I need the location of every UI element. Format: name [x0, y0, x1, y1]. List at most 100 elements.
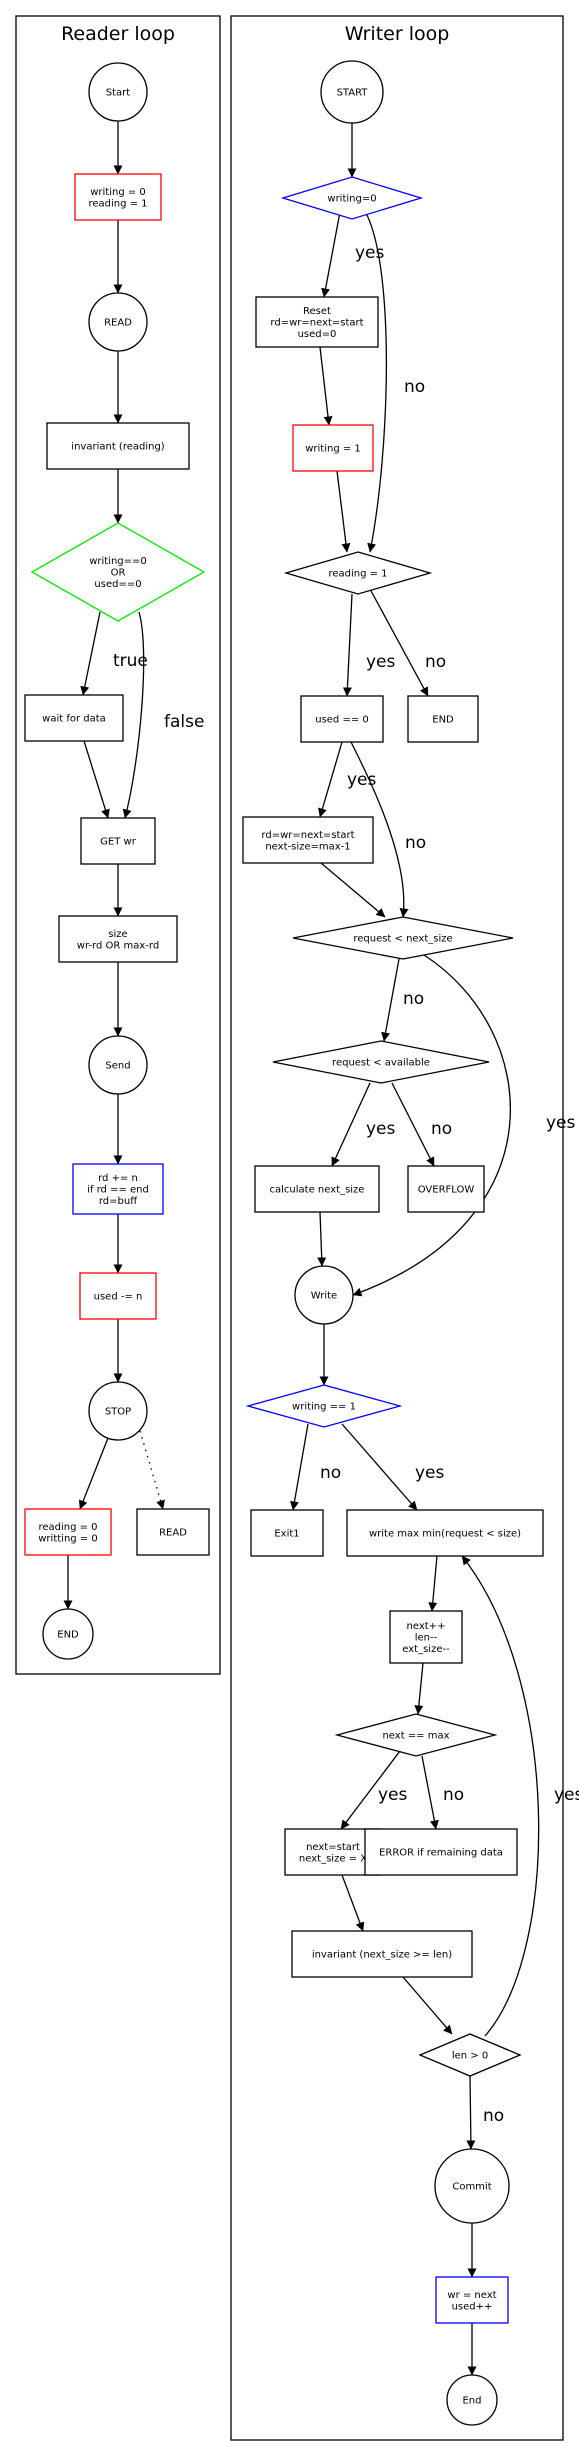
edge-arrow	[350, 741, 409, 918]
node-label: invariant (reading)	[71, 442, 165, 453]
node-w-calc: calculate next_size	[254, 1165, 380, 1213]
node-box	[407, 695, 479, 743]
node-label: writing = 0	[90, 187, 146, 198]
edge-arrow	[369, 588, 429, 697]
edge-label: yes	[546, 1113, 576, 1133]
node-circle	[42, 1608, 94, 1660]
node-box	[250, 1509, 324, 1557]
node-label: rd=wr=next=start	[261, 830, 354, 841]
edge-arrow	[83, 740, 110, 819]
node-w-end: END	[407, 695, 479, 743]
node-label: GET wr	[100, 837, 137, 848]
node-label: READ	[104, 318, 132, 329]
edge-arrow	[414, 1662, 424, 1715]
node-box	[79, 1272, 157, 1320]
node-label: Send	[105, 1061, 130, 1072]
node-box	[292, 424, 374, 472]
node-r-end: END	[42, 1608, 94, 1660]
edge-arrow	[365, 212, 387, 553]
edge-arrow	[318, 741, 343, 818]
decision-diamond	[280, 176, 424, 220]
edge-arrow	[139, 1430, 165, 1510]
node-box	[46, 422, 190, 470]
node-w-reading: reading = 1	[283, 551, 433, 595]
node-label: END	[57, 1630, 79, 1641]
edge-label: no	[405, 833, 426, 853]
node-box	[389, 1610, 463, 1664]
edge-label: yes	[378, 1785, 408, 1805]
edge-label: yes	[366, 652, 396, 672]
node-label: len > 0	[452, 2051, 488, 2062]
node-label: used == 0	[315, 715, 369, 726]
reader-loop-cluster	[15, 15, 221, 1675]
node-label: writting = 0	[38, 1533, 97, 1544]
node-label: Write	[311, 1291, 337, 1302]
node-label: used -= n	[94, 1292, 143, 1303]
edge-arrow	[331, 1082, 371, 1167]
decision-diamond	[245, 1384, 403, 1428]
node-circle	[88, 1381, 148, 1441]
edge-arrow	[466, 2075, 476, 2150]
edge-arrow	[461, 1555, 540, 2037]
node-label: next-size=max-1	[265, 841, 350, 852]
node-label: END	[432, 715, 454, 726]
edge-label: no	[404, 377, 425, 397]
node-w-next: next++len--ext_size--	[389, 1610, 463, 1664]
node-w-cond1: writing=0	[280, 176, 424, 220]
node-label: invariant (next_size >= len)	[312, 1950, 452, 1961]
node-box	[24, 1508, 112, 1556]
node-box	[136, 1508, 210, 1556]
node-r-getwr: GET wr	[80, 817, 156, 865]
edge-label: yes	[415, 1463, 445, 1483]
node-label: if rd == end	[87, 1185, 149, 1196]
edge-arrow	[80, 611, 101, 696]
node-circle	[88, 292, 148, 352]
node-label: rd=buff	[99, 1196, 138, 1207]
edge-arrow	[391, 1082, 435, 1167]
decision-diamond	[30, 522, 206, 622]
node-w-nextmax: next == max	[334, 1713, 498, 1757]
edge-arrow	[402, 1976, 453, 2035]
edge-label: no	[431, 1119, 452, 1139]
node-label: writing = 1	[305, 444, 361, 455]
node-box	[364, 1828, 518, 1876]
node-label: reading = 1	[88, 198, 147, 209]
node-box	[80, 817, 156, 865]
node-circle	[320, 60, 384, 124]
edge-arrow	[340, 1750, 401, 1830]
edge-arrow	[341, 1874, 365, 1932]
node-label: rd += n	[98, 1173, 138, 1184]
node-w-write: Write	[294, 1265, 354, 1325]
reader-loop-title: Reader loop	[61, 23, 175, 45]
node-label: Start	[106, 88, 131, 99]
edge-label: yes	[366, 1119, 396, 1139]
node-label: next=start	[306, 1842, 360, 1853]
node-w-commit: Commit	[434, 2148, 510, 2224]
node-label: writing=0	[327, 194, 376, 205]
edge-arrow	[381, 958, 400, 1042]
edges-layer	[63, 121, 540, 2376]
node-w-reqavail: request < available	[272, 1040, 490, 1084]
node-circle	[88, 62, 148, 122]
node-r-stop: STOP	[88, 1381, 148, 1441]
node-label: size	[108, 929, 127, 940]
node-circle	[294, 1265, 354, 1325]
node-label: reading = 0	[38, 1522, 97, 1533]
node-w-exit1: Exit1	[250, 1509, 324, 1557]
decision-diamond	[292, 916, 514, 960]
node-label: len--	[415, 1633, 438, 1644]
node-label: reading = 1	[328, 569, 387, 580]
node-label: rd=wr=next=start	[270, 318, 363, 329]
node-label: used=0	[298, 329, 337, 340]
node-label: ERROR if remaining data	[379, 1848, 503, 1859]
node-box	[346, 1509, 544, 1557]
node-box	[300, 695, 384, 743]
node-label: Exit1	[274, 1529, 299, 1540]
edge-label: no	[320, 1463, 341, 1483]
